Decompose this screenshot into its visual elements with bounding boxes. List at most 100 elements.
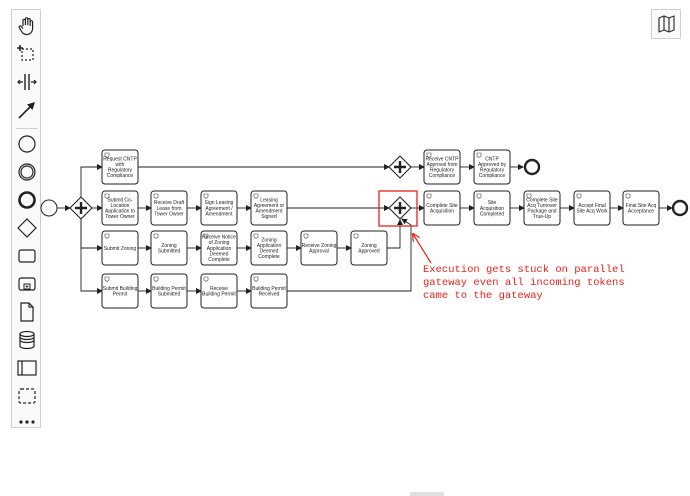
resize-handle[interactable] <box>410 492 444 496</box>
stuck-gateway-highlight <box>378 190 418 227</box>
task-type-icon <box>576 193 582 199</box>
task-label-line: Receive Notice <box>202 235 236 241</box>
task-label-line: Receive <box>210 286 228 292</box>
lasso-tool-button[interactable] <box>15 42 39 66</box>
task-label-line: Agreement / <box>205 206 233 212</box>
task-label-line: Leasing <box>260 197 278 203</box>
task-type-icon <box>104 152 110 158</box>
task-label-line: Acceptance <box>628 209 654 215</box>
pool-tool-button[interactable] <box>15 356 39 380</box>
task-group: Request CNTPwithRegulatoryComplianceRece… <box>101 149 660 309</box>
task-label-line: Application <box>257 243 282 249</box>
task-label-line: Site Acq Work <box>576 209 608 215</box>
task-type-icon <box>253 193 259 199</box>
task-label-line: Zoning <box>261 237 277 243</box>
parallel-join-gateway-top[interactable] <box>388 155 412 179</box>
task-label-line: Acquisition <box>480 206 504 212</box>
task-label-line: Submitted <box>158 249 181 255</box>
subprocess-tool-button[interactable] <box>15 272 39 296</box>
parallel-split-gateway[interactable] <box>69 196 93 220</box>
tool-palette <box>11 9 41 428</box>
task-label-line: Complete <box>258 254 280 260</box>
group-tool-button[interactable] <box>15 384 39 408</box>
intermediate-event-tool-button[interactable] <box>15 160 39 184</box>
task-label-line: True-Up <box>533 214 551 220</box>
start-event[interactable] <box>40 199 58 217</box>
annotation-text: Execution gets stuck on parallel gateway… <box>423 264 625 302</box>
end-event-icon <box>18 191 36 209</box>
end-event-top[interactable] <box>523 158 541 176</box>
connect-tool-button[interactable] <box>15 98 39 122</box>
task-type-icon <box>153 233 159 239</box>
task-icon <box>18 249 36 263</box>
space-tool-button[interactable] <box>15 70 39 94</box>
task-label-line: Complete <box>208 257 230 263</box>
gateway-icon <box>17 218 37 238</box>
hand-tool-button[interactable] <box>15 14 39 38</box>
data-object-tool-button[interactable] <box>15 300 39 324</box>
arrow-icon <box>18 102 35 119</box>
task-type-icon <box>203 233 209 239</box>
subprocess-icon <box>18 277 36 291</box>
task-label-line: Complete Site <box>426 203 458 209</box>
task-type-icon <box>625 193 631 199</box>
space-icon <box>17 74 37 90</box>
task-label-line: Zoning <box>361 243 377 249</box>
task-label-line: Sign Leasing <box>205 200 234 206</box>
task-label-line: Location <box>111 203 130 209</box>
task-type-icon <box>104 233 110 239</box>
annotation-arrow <box>413 234 432 264</box>
task-label-line: Acquisition <box>430 209 454 215</box>
map-icon <box>658 15 675 33</box>
task-type-icon <box>104 193 110 199</box>
lasso-icon <box>17 45 34 61</box>
parallel-join-gateway-stuck[interactable] <box>388 196 412 220</box>
task-label-line: Submitted <box>158 292 181 298</box>
task-label-line: Complete Site <box>526 197 558 203</box>
task-label-line: Regulatory <box>430 168 455 174</box>
task-label-line: CNTP <box>485 156 499 162</box>
task-label-line: Amendment <box>206 211 234 217</box>
task-label-line: Package and <box>527 209 556 215</box>
task-t13[interactable]: Submit Zoning <box>101 230 139 266</box>
task-label-line: Completed <box>480 211 504 217</box>
end-event-main[interactable] <box>671 199 689 217</box>
data-store-tool-button[interactable] <box>15 328 39 352</box>
task-label-line: Site <box>488 200 497 206</box>
task-label-line: Compliance <box>107 173 134 179</box>
task-tool-button[interactable] <box>15 244 39 268</box>
task-type-icon <box>526 193 532 199</box>
start-event-tool-button[interactable] <box>15 132 39 156</box>
more-tools-button[interactable] <box>15 410 39 434</box>
gateway-tool-button[interactable] <box>15 216 39 240</box>
end-event-tool-button[interactable] <box>15 188 39 212</box>
palette-separator <box>16 128 38 129</box>
task-label-line: Building Permit <box>202 292 236 298</box>
task-label-line: Received <box>259 292 280 298</box>
task-type-icon <box>253 233 259 239</box>
task-label-line: Tower Owner <box>105 214 135 220</box>
minimap-toggle-button[interactable] <box>651 9 681 39</box>
